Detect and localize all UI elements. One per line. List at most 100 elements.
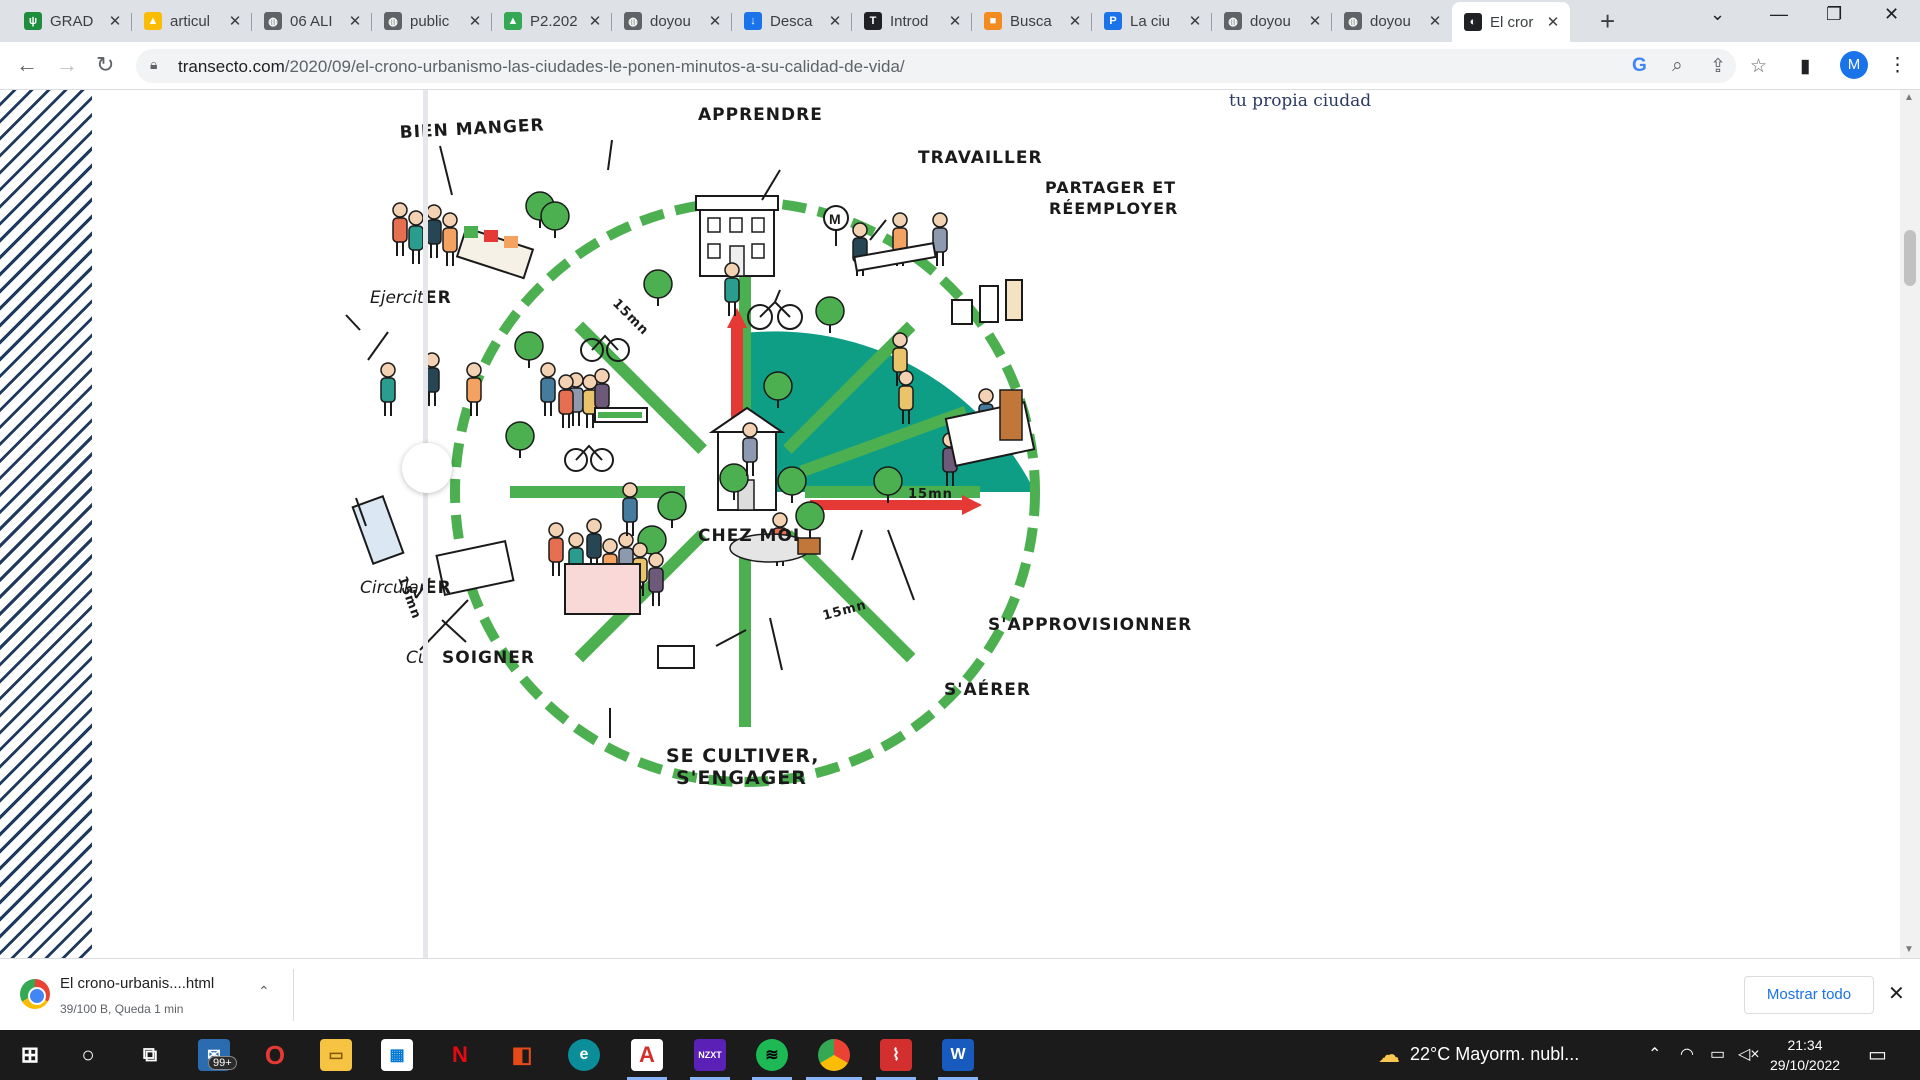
label-partager-1: PARTAGER ET [1045,178,1176,197]
volume-muted-icon[interactable]: ◁× [1738,1046,1760,1063]
edge-icon[interactable]: e [568,1039,600,1071]
close-tab-icon[interactable]: ✕ [828,13,842,30]
new-tab-button[interactable]: + [1600,6,1616,36]
task-view-icon[interactable]: ⧉ [142,1043,158,1066]
tree-icon [795,501,825,531]
sprout-icon: ψ [24,12,42,30]
word-icon[interactable]: W [942,1039,974,1071]
windows-start-icon[interactable]: ⊞ [20,1042,40,1067]
chevron-up-icon[interactable]: ⌃ [258,983,270,999]
bookmark-star-icon[interactable]: ☆ [1750,56,1768,77]
person-head [852,222,868,238]
clock[interactable]: 21:34 29/10/2022 [1770,1035,1840,1075]
battery-icon[interactable]: ▭ [1710,1046,1726,1063]
scroll-up-icon[interactable]: ▲ [1904,92,1914,103]
minimize-icon[interactable]: — [1770,4,1788,24]
tree-icon [505,421,535,451]
menu-dots-icon[interactable]: ⋮ [1888,55,1907,76]
google-translate-icon[interactable]: G [1632,55,1647,76]
browser-tab[interactable]: ◍ public ✕ [372,4,492,38]
browser-tab[interactable]: ◐El cror✕ [1452,2,1570,42]
browser-tab[interactable]: ◍doyou✕ [1212,4,1332,38]
slider-label-ejercit: Ejercit [370,288,425,308]
side-panel-icon[interactable]: ▮ [1800,56,1811,77]
person-body [724,277,740,303]
tab-title: public [410,12,450,30]
close-tab-icon[interactable]: ✕ [108,13,122,30]
store-icon[interactable]: ▦ [381,1039,413,1071]
weather-cloud-icon[interactable]: ☁ [1378,1042,1400,1067]
lock-icon[interactable]: 🔒︎ [150,56,158,72]
person-head [466,362,482,378]
search-icon[interactable]: ○ [81,1042,95,1067]
page-scrollbar[interactable]: ▲ ▼ [1900,90,1920,958]
scroll-down-icon[interactable]: ▼ [1904,944,1914,955]
person-head [558,374,574,390]
weather-text[interactable]: 22°C Mayorm. nubl... [1410,1044,1580,1064]
forward-icon[interactable]: → [56,52,78,77]
close-tab-icon[interactable]: ✕ [948,13,962,30]
acrobat-a-icon[interactable]: A [631,1039,663,1071]
close-tab-icon[interactable]: ✕ [228,13,242,30]
opera-icon[interactable]: O [264,1039,286,1070]
zoom-icon[interactable]: ⌕ [1672,55,1683,76]
netflix-icon[interactable]: N [452,1042,468,1067]
market-stall-icon [455,226,535,280]
radial-path [799,405,968,478]
close-tab-icon[interactable]: ✕ [1188,13,1202,30]
close-tab-icon[interactable]: ✕ [1308,13,1322,30]
browser-tab[interactable]: ◍doyou✕ [612,4,732,38]
trees [505,191,903,562]
comparison-slider-handle[interactable] [402,443,452,493]
acrobat-icon[interactable]: ⌇ [880,1039,912,1071]
back-icon[interactable]: ← [16,52,38,77]
address-bar[interactable]: 🔒︎ transecto.com/2020/09/el-crono-urbani… [136,49,1767,83]
globe-icon: ◍ [384,12,402,30]
scrollbar-thumb[interactable] [1904,230,1916,286]
browser-tab[interactable]: ↓Desca✕ [732,4,852,38]
t-logo-icon: T [864,12,882,30]
browser-tab[interactable]: ■Busca✕ [972,4,1092,38]
file-explorer-icon[interactable]: ▭ [320,1039,352,1071]
tree-icon [763,371,793,401]
tab-search-icon[interactable]: ⌄ [1710,4,1726,24]
close-tab-icon[interactable]: ✕ [708,13,722,30]
reload-icon[interactable]: ↻ [96,52,115,77]
chrono-urbanism-illustration: M M [345,105,1191,789]
close-tab-icon[interactable]: ✕ [1068,13,1082,30]
browser-tab[interactable]: ◍06 ALI✕ [252,4,372,38]
close-tab-icon[interactable]: ✕ [1428,13,1442,30]
download-filename[interactable]: El crono-urbanis....html [60,975,215,992]
restore-icon[interactable]: ❐ [1826,4,1843,24]
pointer-line [607,139,613,171]
browser-tab[interactable]: ▲P2.202✕ [492,4,612,38]
person-body [586,533,602,559]
chrome-icon[interactable] [818,1039,850,1071]
person-head [898,370,914,386]
close-shelf-icon[interactable]: ✕ [1888,983,1905,1005]
nzxt-icon[interactable]: NZXT [694,1039,726,1071]
browser-tab[interactable]: ◍doyou✕ [1332,4,1452,38]
browser-tab[interactable]: ▲articul✕ [132,4,252,38]
double-arrow-icon [355,497,367,527]
url-text[interactable]: transecto.com/2020/09/el-crono-urbanismo… [178,57,905,77]
close-tab-icon[interactable]: ✕ [348,13,362,30]
wifi-icon[interactable]: ◠ [1680,1046,1694,1063]
close-tab-icon[interactable]: ✕ [588,13,602,30]
office-icon[interactable]: ◧ [511,1042,533,1067]
notification-icon[interactable]: ▭ [1868,1044,1887,1066]
close-tab-icon[interactable]: ✕ [468,13,482,30]
tab-title: P2.202 [530,12,578,30]
spotify-icon[interactable]: ≋ [756,1039,788,1071]
show-all-button[interactable]: Mostrar todo [1744,976,1874,1014]
share-icon[interactable]: ⇪ [1710,56,1726,77]
chevron-up-tray-icon[interactable]: ⌃ [1648,1046,1662,1063]
label-se-cultiver: SE CULTIVER, [666,745,820,767]
close-tab-icon[interactable]: ✕ [1546,14,1560,31]
profile-avatar[interactable]: M [1840,51,1868,79]
comparison-slider-line[interactable] [423,90,428,958]
close-window-icon[interactable]: ✕ [1884,4,1900,24]
